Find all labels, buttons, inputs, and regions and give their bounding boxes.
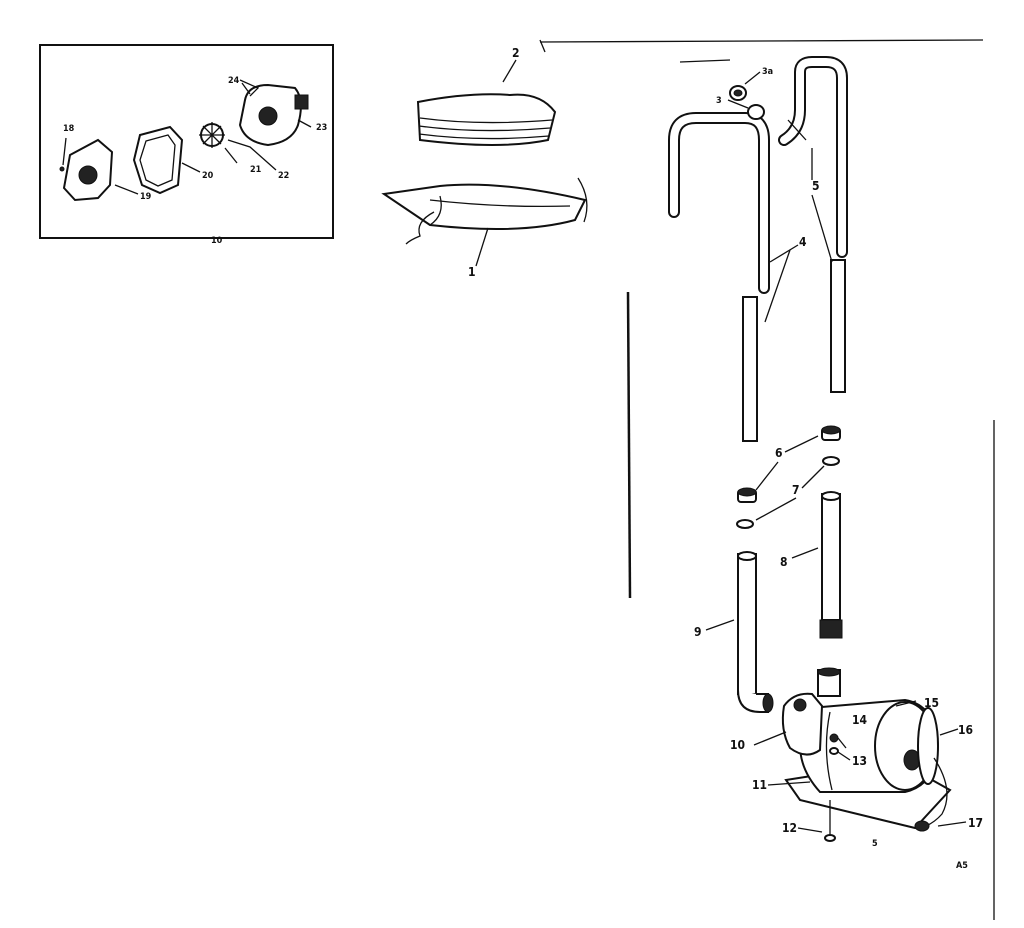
cap-part-3 bbox=[747, 104, 765, 120]
impeller-part-21 bbox=[199, 122, 225, 148]
distribution-tubes: 3a 3 4 5 bbox=[668, 56, 848, 442]
screw-part-18 bbox=[59, 166, 65, 172]
riser-pipes: 8 9 bbox=[694, 491, 843, 713]
washer-part-7-lower bbox=[736, 519, 754, 529]
base-mark-label: 5 bbox=[872, 839, 878, 849]
label-part-4: 4 bbox=[799, 235, 807, 249]
inset-frame bbox=[39, 44, 334, 239]
label-part-20: 20 bbox=[202, 171, 214, 181]
label-part-2: 2 bbox=[512, 46, 520, 60]
label-part-14: 14 bbox=[852, 713, 868, 727]
bolt-part-12 bbox=[824, 800, 836, 842]
label-part-12: 12 bbox=[782, 821, 797, 835]
blower-assembly-inset: 18 19 20 21 22 23 24 10 bbox=[39, 44, 334, 246]
end-cover-part-16 bbox=[917, 707, 939, 785]
label-part-3: 3 bbox=[716, 96, 722, 106]
label-part-21: 21 bbox=[250, 165, 262, 175]
fittings: 6 7 bbox=[736, 425, 841, 529]
straight-tube-part-5 bbox=[830, 259, 846, 393]
washer-part-7-upper bbox=[822, 456, 840, 466]
label-part-24: 24 bbox=[228, 76, 240, 86]
screw-part-14 bbox=[829, 733, 839, 743]
label-part-23: 23 bbox=[316, 123, 327, 133]
pump-head-part-10 bbox=[781, 667, 841, 756]
blower-housing-part-23 bbox=[238, 79, 309, 147]
label-part-7: 7 bbox=[792, 483, 800, 497]
label-part-18: 18 bbox=[63, 124, 75, 134]
straight-tube-part-4 bbox=[742, 296, 758, 442]
label-part-15: 15 bbox=[924, 696, 939, 710]
cabinet-outline bbox=[539, 39, 995, 920]
label-part-10-inset: 10 bbox=[211, 236, 223, 246]
label-part-13: 13 bbox=[852, 754, 867, 768]
label-part-1: 1 bbox=[468, 265, 476, 279]
label-part-16: 16 bbox=[958, 723, 973, 737]
filter-bag-part-1 bbox=[381, 177, 588, 245]
label-part-22: 22 bbox=[278, 171, 289, 181]
label-part-6: 6 bbox=[775, 446, 783, 460]
nut-part-6-upper bbox=[821, 425, 841, 441]
label-part-3a: 3a bbox=[762, 67, 773, 77]
label-part-19: 19 bbox=[140, 192, 152, 202]
elbow-pipe-part-9 bbox=[737, 551, 774, 713]
label-part-17: 17 bbox=[968, 816, 983, 830]
label-part-9: 9 bbox=[694, 625, 702, 639]
filter-pad-stack-part-2 bbox=[416, 93, 557, 146]
label-part-8: 8 bbox=[780, 555, 788, 569]
label-part-10-pump: 10 bbox=[730, 738, 745, 752]
filter-pads: 2 1 bbox=[381, 46, 588, 279]
nut-part-6-lower bbox=[737, 487, 757, 503]
diagram-code: A5 bbox=[956, 861, 968, 871]
bent-tube-part-4 bbox=[668, 112, 770, 294]
washer-part-13 bbox=[829, 747, 839, 755]
pipe-part-8 bbox=[819, 491, 843, 639]
bent-tube-part-5 bbox=[778, 56, 848, 258]
power-cord-part-17 bbox=[925, 757, 948, 827]
pump-motor-assembly: 15 16 14 13 10 11 12 17 5 bbox=[730, 667, 983, 849]
gasket-part-20 bbox=[132, 125, 184, 195]
label-part-5: 5 bbox=[812, 179, 820, 193]
label-part-11: 11 bbox=[752, 778, 767, 792]
